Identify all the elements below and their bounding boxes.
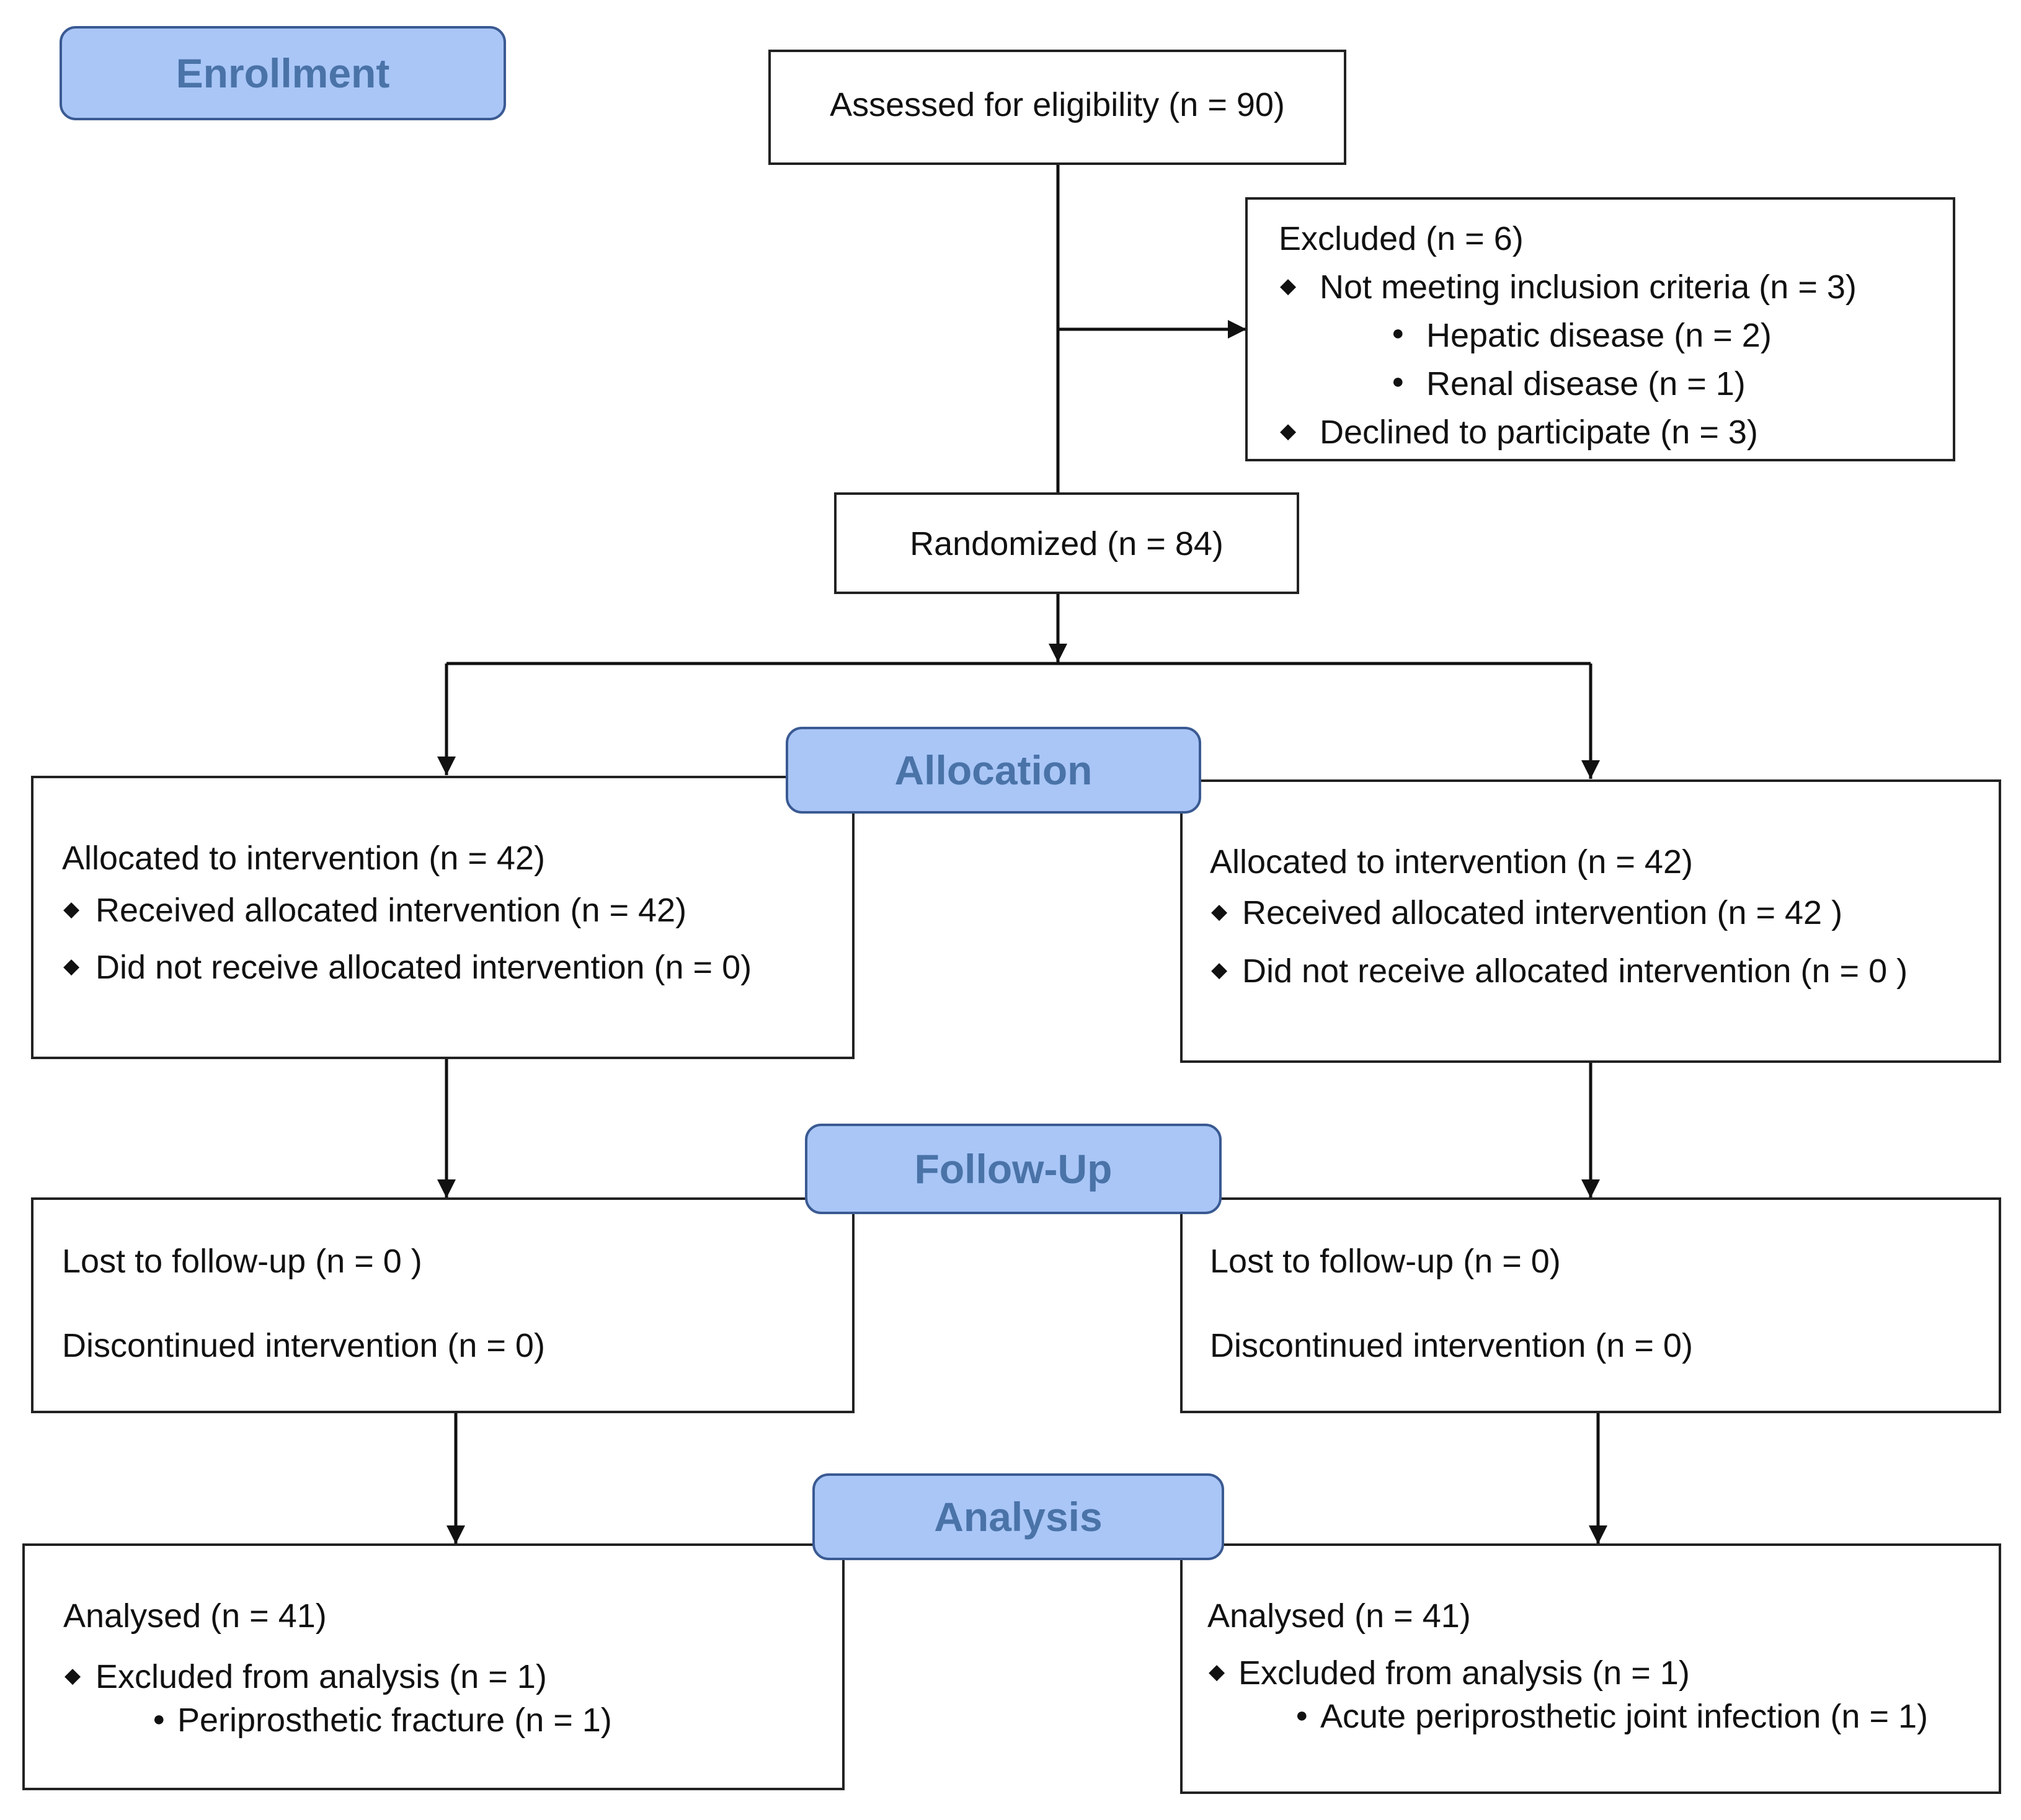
allocation-left-not-received: Did not receive allocated intervention (…	[95, 949, 752, 986]
stage-enrollment-text: Enrollment	[175, 50, 390, 96]
diamond-bullet-icon: ◆	[64, 1664, 81, 1687]
allocation-left-title: Allocated to intervention (n = 42)	[62, 840, 545, 877]
randomized-box: Randomized (n = 84)	[834, 492, 1299, 594]
stage-follow-up-text: Follow-Up	[914, 1146, 1113, 1192]
excluded-item-hepatic: Hepatic disease (n = 2)	[1426, 317, 1772, 354]
allocation-right-box: Allocated to intervention (n = 42) ◆ Rec…	[1180, 779, 2001, 1063]
stage-label-analysis: Analysis	[812, 1473, 1224, 1560]
followup-left-lost: Lost to follow-up (n = 0 )	[62, 1243, 422, 1280]
diamond-bullet-icon: ◆	[1280, 274, 1297, 298]
stage-label-follow-up: Follow-Up	[805, 1124, 1222, 1214]
followup-right-box: Lost to follow-up (n = 0) Discontinued i…	[1180, 1197, 2001, 1413]
analysis-left-box: Analysed (n = 41) ◆ Excluded from analys…	[22, 1543, 845, 1790]
assessed-box: Assessed for eligibility (n = 90)	[768, 50, 1346, 165]
followup-left-discontinued: Discontinued intervention (n = 0)	[62, 1327, 545, 1364]
excluded-title: Excluded (n = 6)	[1279, 220, 1524, 257]
allocation-right-received: Received allocated intervention (n = 42 …	[1242, 894, 1843, 931]
diamond-bullet-icon: ◆	[1211, 958, 1228, 982]
excluded-item-declined: Declined to participate (n = 3)	[1320, 414, 1758, 451]
analysis-left-excluded: Excluded from analysis (n = 1)	[95, 1658, 547, 1695]
analysis-right-reason: Acute periprosthetic joint infection (n …	[1320, 1698, 1929, 1735]
randomized-text: Randomized (n = 84)	[910, 525, 1224, 562]
assessed-text: Assessed for eligibility (n = 90)	[830, 86, 1285, 123]
diamond-bullet-icon: ◆	[1209, 1660, 1225, 1684]
stage-label-allocation: Allocation	[786, 727, 1201, 814]
diamond-bullet-icon: ◆	[63, 897, 80, 921]
diamond-bullet-icon: ◆	[1211, 900, 1228, 923]
excluded-item-inclusion: Not meeting inclusion criteria (n = 3)	[1320, 269, 1857, 306]
excluded-item-renal: Renal disease (n = 1)	[1426, 365, 1746, 402]
dot-bullet-icon: ●	[153, 1707, 166, 1731]
analysis-right-box: Analysed (n = 41) ◆ Excluded from analys…	[1180, 1543, 2001, 1794]
analysis-right-title: Analysed (n = 41)	[1207, 1597, 1471, 1635]
stage-analysis-text: Analysis	[934, 1494, 1103, 1540]
allocation-right-not-received: Did not receive allocated intervention (…	[1242, 952, 1908, 990]
dot-bullet-icon: ●	[1295, 1703, 1308, 1727]
analysis-left-title: Analysed (n = 41)	[63, 1597, 327, 1635]
dot-bullet-icon: ●	[1392, 370, 1405, 393]
followup-right-discontinued: Discontinued intervention (n = 0)	[1210, 1327, 1693, 1364]
stage-label-enrollment: Enrollment	[60, 26, 506, 120]
followup-right-lost: Lost to follow-up (n = 0)	[1210, 1243, 1561, 1280]
followup-left-box: Lost to follow-up (n = 0 ) Discontinued …	[31, 1197, 855, 1413]
excluded-box: Excluded (n = 6) ◆ Not meeting inclusion…	[1245, 197, 1955, 461]
diamond-bullet-icon: ◆	[1280, 419, 1297, 443]
allocation-left-received: Received allocated intervention (n = 42)	[95, 892, 687, 929]
analysis-left-reason: Periprosthetic fracture (n = 1)	[177, 1702, 612, 1739]
dot-bullet-icon: ●	[1392, 321, 1405, 345]
allocation-right-title: Allocated to intervention (n = 42)	[1210, 843, 1693, 881]
analysis-right-excluded: Excluded from analysis (n = 1)	[1238, 1654, 1690, 1692]
diamond-bullet-icon: ◆	[63, 954, 80, 978]
stage-allocation-text: Allocation	[894, 747, 1093, 793]
allocation-left-box: Allocated to intervention (n = 42) ◆ Rec…	[31, 776, 855, 1059]
